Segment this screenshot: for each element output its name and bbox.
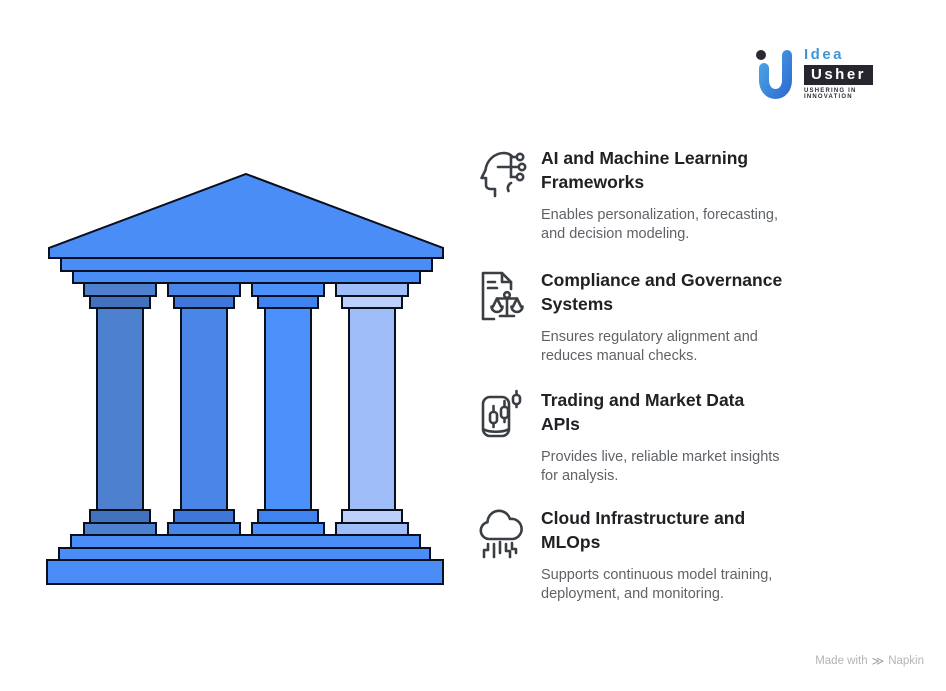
stylobate-step-1 [70, 534, 421, 549]
logo-usher-text: Usher [804, 65, 874, 85]
pillar-1 [83, 282, 157, 536]
pillar-3-base-mid [257, 509, 319, 524]
pillar-4-base-bottom [335, 522, 409, 536]
pediment-roof [48, 172, 444, 259]
pillar-2-capital-mid [173, 295, 235, 309]
pillar-1-shaft [96, 307, 144, 511]
napkin-brand-label: Napkin [888, 655, 924, 667]
pillar-2-base-bottom [167, 522, 241, 536]
pillar-3 [251, 282, 325, 536]
logo-tagline: USHERING IN INNOVATION [804, 88, 857, 100]
section-description: Enables personalization, forecasting, an… [541, 207, 778, 242]
temple-illustration [46, 172, 444, 585]
pillar-4-capital-mid [341, 295, 403, 309]
pillar-4-capital-top [335, 282, 409, 297]
pillar-2-capital-top [167, 282, 241, 297]
section-description: Ensures regulatory alignment and reduces… [541, 329, 758, 364]
pillar-2 [167, 282, 241, 536]
ai-brain-circuit-icon [474, 146, 530, 204]
document-scales-icon [474, 268, 530, 326]
made-with-label: Made with [815, 655, 868, 667]
pillar-1-base-bottom [83, 522, 157, 536]
pillar-3-capital-mid [257, 295, 319, 309]
pillar-1-capital-top [83, 282, 157, 297]
idea-usher-u-icon [756, 50, 792, 100]
pillar-1-base-mid [89, 509, 151, 524]
pillar-1-capital-mid [89, 295, 151, 309]
pillar-3-base-bottom [251, 522, 325, 536]
pillar-2-shaft [180, 307, 228, 511]
entablature-bar-1 [60, 257, 433, 272]
section-description: Provides live, reliable market insights … [541, 449, 780, 484]
made-with-napkin-link[interactable]: Made with ≫ Napkin [815, 655, 924, 667]
stylobate-step-2 [58, 547, 431, 561]
section-title: Compliance and Governance Systems [541, 270, 783, 314]
napkin-logo-icon: ≫ [871, 654, 885, 668]
pillar-4 [335, 282, 409, 536]
pillar-3-capital-top [251, 282, 325, 297]
cloud-circuit-icon [474, 506, 530, 564]
section-title: Cloud Infrastructure and MLOps [541, 508, 746, 552]
section-title: Trading and Market Data APIs [541, 390, 745, 434]
logo-idea-text: Idea [804, 46, 845, 63]
section-title: AI and Machine Learning Frameworks [541, 148, 749, 192]
stylobate-step-3 [46, 559, 444, 585]
phone-candlestick-icon [474, 388, 530, 446]
entablature-bar-2 [72, 270, 421, 284]
pillar-4-base-mid [341, 509, 403, 524]
idea-usher-logo: Idea Usher USHERING IN INNOVATION [752, 44, 892, 106]
section-description: Supports continuous model training, depl… [541, 567, 773, 602]
pillar-2-base-mid [173, 509, 235, 524]
temple-structure [46, 172, 444, 585]
pillar-4-shaft [348, 307, 396, 511]
pillar-3-shaft [264, 307, 312, 511]
